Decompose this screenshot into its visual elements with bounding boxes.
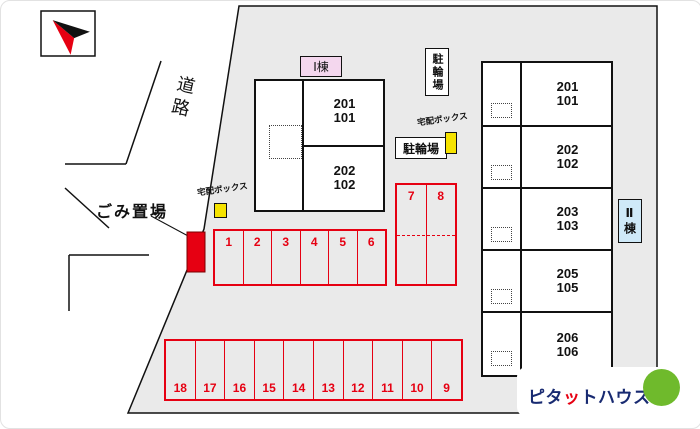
- unit-number-upper: 202: [556, 142, 579, 157]
- parking-space-7: 7: [397, 185, 426, 284]
- parking-space-16: 16: [224, 341, 254, 399]
- parking-space-3: 3: [271, 231, 300, 284]
- parking-space-15: 15: [253, 341, 284, 399]
- building2-stair-outline: [491, 351, 512, 366]
- parking-space-8: 8: [425, 185, 456, 284]
- garbage-bin-box: [186, 231, 206, 273]
- parking-space-number: 15: [262, 381, 276, 395]
- unit-number-lower: 105: [556, 280, 579, 295]
- building1-unit-201-101: 201 101: [304, 97, 385, 125]
- building2-footprint: 201 101 202 102 203 103 205 105 206 106: [481, 61, 613, 377]
- parking-space-4: 4: [299, 231, 329, 284]
- unit-number-lower: 101: [556, 93, 579, 108]
- building1-stair-outline: [269, 125, 302, 159]
- parking-space-number: 1: [225, 235, 233, 249]
- parking-side-row: 7 8: [395, 183, 457, 286]
- unit-number-upper: 206: [556, 330, 579, 345]
- parking-space-11: 11: [372, 341, 402, 399]
- parking-space-number: 18: [173, 381, 187, 395]
- building2-stair-outline: [491, 227, 512, 242]
- logo-text-part: ピタ: [528, 388, 563, 407]
- parking-space-number: 5: [339, 235, 347, 249]
- unit-number-upper: 203: [556, 204, 579, 219]
- building2-unit-divider: [483, 311, 611, 313]
- garbage-area-label: ごみ置場: [96, 204, 169, 221]
- logo-text-accent: ッ: [563, 388, 581, 407]
- parking-space-number: 16: [232, 381, 247, 395]
- unit-number-upper: 201: [333, 96, 356, 111]
- parking-space-number: 3: [282, 235, 290, 249]
- building2-unit-203-103: 203 103: [522, 205, 613, 233]
- parking-space-2: 2: [242, 231, 272, 284]
- bicycle-parking-box-mid: 駐輪場: [395, 137, 447, 159]
- logo-green-circle-icon: [643, 369, 680, 406]
- parking-space-number: 11: [381, 381, 394, 395]
- delivery-box-right: [445, 132, 457, 154]
- parking-space-number: 8: [437, 189, 445, 203]
- lot-line: [64, 187, 110, 229]
- north-arrow-icon: [52, 20, 90, 55]
- parking-space-6: 6: [356, 231, 386, 284]
- unit-number-lower: 102: [333, 177, 356, 192]
- bicycle-parking-box-top: 駐輪場: [425, 48, 449, 96]
- unit-number-lower: 102: [556, 156, 579, 171]
- building1-tag-label: Ⅰ棟: [313, 60, 329, 74]
- logo-text-part: トハウス: [580, 388, 651, 407]
- unit-number-upper: 202: [333, 163, 356, 178]
- building2-unit-divider: [483, 249, 611, 251]
- bicycle-parking-label: 駐輪場: [402, 141, 439, 156]
- parking-space-number: 6: [367, 235, 375, 249]
- parking-space-12: 12: [342, 341, 373, 399]
- unit-number-upper: 201: [556, 79, 579, 94]
- unit-number-lower: 106: [556, 344, 579, 359]
- building1-unit-divider: [302, 145, 383, 147]
- garbage-pointer-line: [150, 215, 191, 238]
- building2-tag: Ⅱ棟: [618, 199, 642, 243]
- parking-space-number: 10: [410, 381, 424, 395]
- building2-stair-outline: [491, 289, 512, 304]
- building2-inner-wall: [520, 63, 522, 375]
- building1-footprint: 201 101 202 102: [254, 79, 385, 212]
- parking-space-number: 4: [310, 235, 318, 249]
- parking-space-5: 5: [328, 231, 357, 284]
- parking-space-9: 9: [431, 341, 461, 399]
- parking-space-number: 9: [443, 381, 450, 395]
- unit-number-lower: 103: [556, 218, 579, 233]
- agency-logo-text: ピタットハウス: [528, 383, 651, 408]
- agency-logo-plate: ピタットハウス: [517, 367, 700, 417]
- building2-unit-divider: [483, 125, 611, 127]
- parking-space-number: 14: [291, 381, 306, 395]
- parking-space-18: 18: [166, 341, 195, 399]
- parking-space-number: 12: [351, 381, 365, 395]
- building2-tag-label: Ⅱ棟: [622, 206, 637, 236]
- parking-back-row: 18 17 16 15 14 13 12 11 10 9: [164, 339, 463, 401]
- building1-tag: Ⅰ棟: [300, 56, 342, 77]
- building2-unit-201-101: 201 101: [522, 80, 613, 108]
- parking-space-number: 7: [407, 189, 415, 203]
- parking-front-row: 1 2 3 4 5 6: [213, 229, 387, 286]
- building2-unit-202-102: 202 102: [522, 143, 613, 171]
- unit-number-lower: 101: [333, 110, 356, 125]
- unit-number-upper: 205: [556, 266, 579, 281]
- parking-space-14: 14: [283, 341, 313, 399]
- parking-dashed-divider: [397, 235, 455, 236]
- parking-space-10: 10: [401, 341, 432, 399]
- building2-unit-205-105: 205 105: [522, 267, 613, 295]
- parking-space-17: 17: [194, 341, 225, 399]
- building2-unit-divider: [483, 187, 611, 189]
- delivery-box-left: [214, 203, 227, 218]
- parking-space-13: 13: [312, 341, 343, 399]
- parking-space-number: 2: [253, 235, 261, 249]
- parking-space-number: 13: [321, 381, 335, 395]
- parking-space-number: 17: [203, 381, 217, 395]
- bicycle-parking-label: 駐輪場: [431, 52, 443, 92]
- building2-unit-206-106: 206 106: [522, 331, 613, 359]
- parking-space-1: 1: [215, 231, 243, 284]
- building2-stair-outline: [491, 165, 512, 180]
- building2-stair-outline: [491, 103, 512, 118]
- road-edge-line: [125, 60, 162, 165]
- building1-unit-202-102: 202 102: [304, 164, 385, 192]
